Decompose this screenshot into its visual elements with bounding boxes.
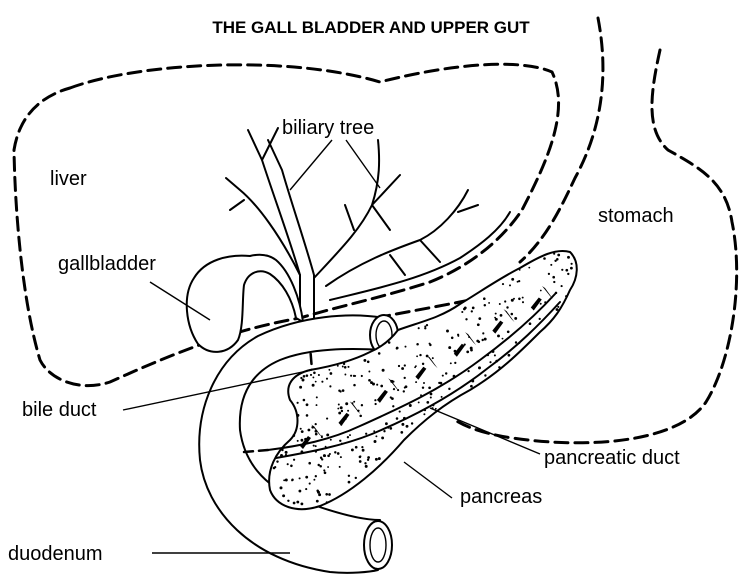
label-pancreatic-duct: pancreatic duct: [544, 447, 680, 469]
leader-biliary-right: [346, 140, 380, 188]
biliary-tree: [226, 128, 510, 322]
leader-pancreatic-duct: [430, 408, 540, 454]
leader-biliary-left: [290, 140, 332, 190]
diagram-title: THE GALL BLADDER AND UPPER GUT: [212, 18, 530, 37]
stomach-outline: [520, 18, 603, 262]
label-bile-duct: bile duct: [22, 399, 97, 421]
label-liver: liver: [50, 168, 87, 190]
label-duodenum: duodenum: [8, 543, 103, 565]
pancreas-shape: [269, 251, 577, 509]
leader-pancreas: [404, 462, 452, 498]
label-stomach: stomach: [598, 205, 674, 227]
stomach-outline-outer: [452, 50, 737, 443]
label-gallbladder: gallbladder: [58, 253, 156, 275]
label-biliary-tree: biliary tree: [282, 117, 374, 139]
label-pancreas: pancreas: [460, 486, 542, 508]
